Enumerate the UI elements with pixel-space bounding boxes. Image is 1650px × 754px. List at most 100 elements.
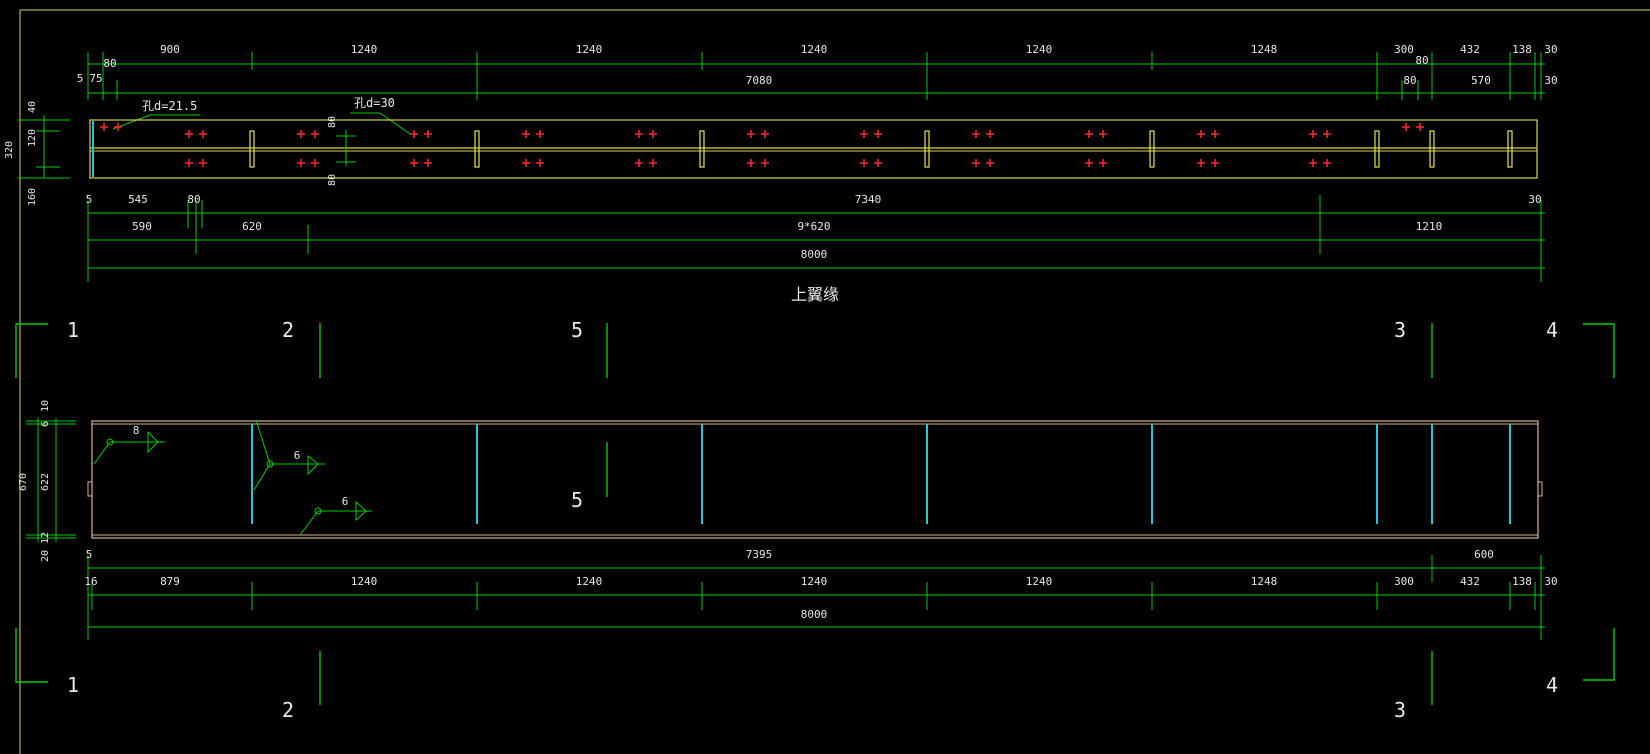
dim-text: 30	[1544, 575, 1557, 588]
upper-flange-outline	[89, 119, 1538, 179]
dim-text: 300	[1394, 575, 1414, 588]
bolt-hole	[1309, 130, 1317, 138]
bolt-holes	[100, 123, 1424, 167]
drawing-frame	[19, 9, 1650, 754]
bolt-hole	[649, 130, 657, 138]
weld-size: 6	[294, 449, 301, 462]
elevation-bottom-dimension-lines	[87, 555, 1545, 640]
hole-leader-lines	[112, 112, 411, 135]
weld-size: 6	[342, 495, 349, 508]
elevation-left-dimensions	[26, 418, 76, 542]
dim-text: 1240	[351, 43, 378, 56]
stiffener-mark	[1429, 130, 1435, 168]
bolt-hole	[635, 130, 643, 138]
bolt-hole	[761, 159, 769, 167]
bolt-hole	[100, 123, 108, 131]
bolt-hole	[860, 159, 868, 167]
stiffener-mark	[1374, 130, 1380, 168]
bolt-hole	[1309, 159, 1317, 167]
bolt-hole	[1402, 123, 1410, 131]
section-labels: 1 2 5 3 4 5 1 2 3 4	[67, 318, 1558, 722]
dim-text: 300	[1394, 43, 1414, 56]
bolt-hole	[1211, 159, 1219, 167]
bolt-hole	[297, 159, 305, 167]
center-mark	[336, 130, 356, 166]
bolt-hole	[185, 159, 193, 167]
bolt-hole	[1099, 130, 1107, 138]
dim-text: 138	[1512, 43, 1532, 56]
dim-text: 670	[18, 473, 29, 491]
bolt-hole	[860, 130, 868, 138]
plan-bottom-dimension-texts: 5 545 80 7340 30 590 620 9*620 1210 8000	[86, 193, 1542, 261]
hole-label-1: 孔d=21.5	[142, 99, 197, 113]
dim-text: 30	[1528, 193, 1541, 206]
dim-text: 620	[242, 220, 262, 233]
section-label: 5	[571, 488, 583, 512]
dim-text: 1240	[801, 43, 828, 56]
bolt-hole	[635, 159, 643, 167]
stiffener-mark	[1507, 130, 1513, 168]
dim-text: 30	[1544, 74, 1557, 87]
dim-text: 16	[84, 575, 97, 588]
dim-text: 320	[4, 141, 15, 159]
dim-text: 138	[1512, 575, 1532, 588]
end-tab-right	[1537, 481, 1543, 497]
dim-text: 1248	[1251, 43, 1278, 56]
dim-text: 1240	[351, 575, 378, 588]
dim-text: 6	[40, 421, 51, 427]
hole-label-2: 孔d=30	[354, 96, 395, 110]
bolt-hole	[986, 159, 994, 167]
bolt-hole	[1197, 130, 1205, 138]
dim-text: 432	[1460, 575, 1480, 588]
stiffener-mark	[1149, 130, 1155, 168]
dim-text: 545	[128, 193, 148, 206]
weld-symbols	[93, 419, 372, 536]
elevation-view: 8 6 6 10 6 622 670 12 20	[18, 400, 1558, 640]
dim-text: 80	[187, 193, 200, 206]
dim-text: 879	[160, 575, 180, 588]
section-label: 4	[1546, 673, 1558, 697]
dim-text: 8000	[801, 608, 828, 621]
section-label: 3	[1394, 698, 1406, 722]
bolt-hole	[972, 159, 980, 167]
dim-text: 1240	[1026, 575, 1053, 588]
bolt-hole	[311, 130, 319, 138]
dim-text: 5	[86, 193, 93, 206]
dim-text: 570	[1471, 74, 1491, 87]
stiffener-mark	[249, 130, 255, 168]
bolt-hole	[972, 130, 980, 138]
bolt-hole	[1211, 130, 1219, 138]
dim-text: 1240	[576, 43, 603, 56]
plan-title: 上翼缘	[791, 285, 839, 304]
weld-size: 8	[133, 424, 140, 437]
dim-text: 80	[1415, 54, 1428, 67]
section-label: 2	[282, 318, 294, 342]
bolt-hole	[199, 159, 207, 167]
dim-text: 75	[89, 72, 102, 85]
bolt-hole	[522, 130, 530, 138]
dim-text: 900	[160, 43, 180, 56]
dim-text: 160	[27, 188, 38, 206]
dim-text: 1248	[1251, 575, 1278, 588]
bolt-hole	[1197, 159, 1205, 167]
dim-text: 1240	[1026, 43, 1053, 56]
section-label: 1	[67, 318, 79, 342]
plan-top-dimension-lines	[87, 52, 1545, 100]
dim-text: 1210	[1416, 220, 1443, 233]
dim-text: 80	[1403, 74, 1416, 87]
bolt-hole	[114, 123, 122, 131]
stiffener-mark	[699, 130, 705, 168]
bolt-hole	[297, 130, 305, 138]
plan-view: 80 900 1240 1240 1240 1240 1248 300 80 4…	[4, 43, 1558, 304]
plan-bottom-dimension-lines	[87, 195, 1545, 282]
bolt-hole	[649, 159, 657, 167]
bolt-hole	[874, 159, 882, 167]
section-marks	[15, 323, 1615, 705]
dim-text: 1240	[576, 575, 603, 588]
stiffener-mark	[474, 130, 480, 168]
section-label: 1	[67, 673, 79, 697]
end-tab-left	[87, 481, 93, 497]
bolt-hole	[536, 130, 544, 138]
plan-left-dimensions	[18, 115, 70, 179]
dim-text: 80	[327, 174, 338, 186]
